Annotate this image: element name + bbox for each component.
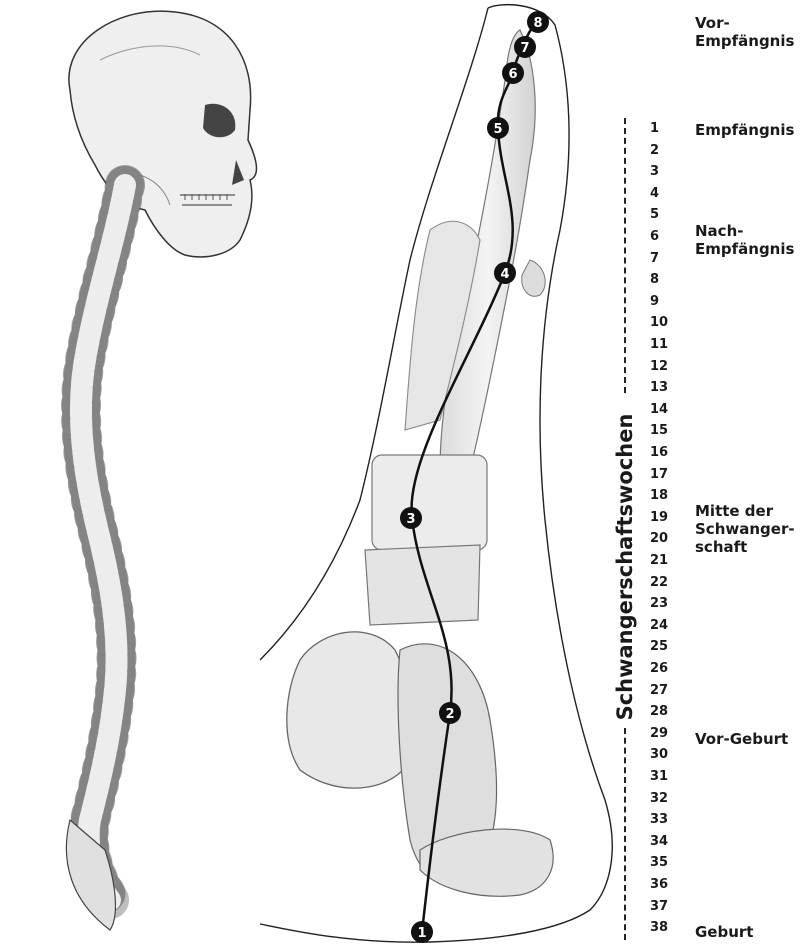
week-number: 20 <box>650 532 690 546</box>
week-number: 11 <box>650 338 690 352</box>
week-number: 18 <box>650 489 690 503</box>
week-number: 13 <box>650 381 690 395</box>
week-number: 25 <box>650 640 690 654</box>
week-number: 33 <box>650 813 690 827</box>
phase-line: Schwanger- <box>695 520 795 538</box>
week-number: 32 <box>650 792 690 806</box>
marker-1: 1 <box>411 921 433 943</box>
week-number: 22 <box>650 576 690 590</box>
phase-empfaengnis: Empfängnis <box>695 121 794 139</box>
week-number: 14 <box>650 403 690 417</box>
week-number: 28 <box>650 705 690 719</box>
week-number: 30 <box>650 748 690 762</box>
phase-line: Vor- <box>695 14 794 32</box>
week-number: 23 <box>650 597 690 611</box>
phase-line: Empfängnis <box>695 240 794 258</box>
week-number: 21 <box>650 554 690 568</box>
phase-line: Geburt <box>695 923 753 941</box>
week-number: 7 <box>650 252 690 266</box>
week-number: 3 <box>650 165 690 179</box>
phase-line: Nach- <box>695 222 794 240</box>
marker-8: 8 <box>527 11 549 33</box>
phase-line: Mitte der <box>695 502 795 520</box>
marker-6: 6 <box>502 62 524 84</box>
phase-vor-geburt: Vor-Geburt <box>695 730 788 748</box>
week-number: 31 <box>650 770 690 784</box>
phase-line: Empfängnis <box>695 121 794 139</box>
svg-text:2: 2 <box>445 707 454 722</box>
week-number: 37 <box>650 900 690 914</box>
svg-text:1: 1 <box>417 926 426 941</box>
week-number: 5 <box>650 208 690 222</box>
week-number: 38 <box>650 921 690 935</box>
svg-text:8: 8 <box>533 16 542 31</box>
week-number: 8 <box>650 273 690 287</box>
phase-line: Vor-Geburt <box>695 730 788 748</box>
week-number: 29 <box>650 727 690 741</box>
week-number: 24 <box>650 619 690 633</box>
week-number: 16 <box>650 446 690 460</box>
phase-mitte-der-schwangerschaft: Mitte der Schwanger- schaft <box>695 502 795 556</box>
week-number: 9 <box>650 295 690 309</box>
week-number: 12 <box>650 360 690 374</box>
spine-illustration <box>66 185 125 930</box>
svg-text:3: 3 <box>406 512 415 527</box>
phase-nach-empfaengnis: Nach- Empfängnis <box>695 222 794 258</box>
svg-text:7: 7 <box>520 41 529 56</box>
marker-2: 2 <box>439 702 461 724</box>
phase-line: Empfängnis <box>695 32 794 50</box>
skull-illustration <box>69 11 257 257</box>
week-number: 4 <box>650 187 690 201</box>
svg-text:4: 4 <box>500 267 509 282</box>
phase-vor-empfaengnis: Vor- Empfängnis <box>695 14 794 50</box>
week-number: 34 <box>650 835 690 849</box>
axis-dash-top <box>624 118 626 393</box>
phase-geburt: Geburt <box>695 923 753 941</box>
week-number: 36 <box>650 878 690 892</box>
marker-7: 7 <box>514 36 536 58</box>
week-number: 2 <box>650 144 690 158</box>
week-number: 27 <box>650 684 690 698</box>
marker-4: 4 <box>494 262 516 284</box>
week-number: 1 <box>650 122 690 136</box>
week-number: 19 <box>650 511 690 525</box>
marker-3: 3 <box>400 507 422 529</box>
week-number: 6 <box>650 230 690 244</box>
phase-line: schaft <box>695 538 795 556</box>
svg-text:5: 5 <box>493 122 502 137</box>
svg-text:6: 6 <box>508 67 517 82</box>
week-number: 35 <box>650 856 690 870</box>
axis-dash-bottom <box>624 728 626 940</box>
week-number: 26 <box>650 662 690 676</box>
week-number: 17 <box>650 468 690 482</box>
week-number: 15 <box>650 424 690 438</box>
marker-5: 5 <box>487 117 509 139</box>
week-number: 10 <box>650 316 690 330</box>
